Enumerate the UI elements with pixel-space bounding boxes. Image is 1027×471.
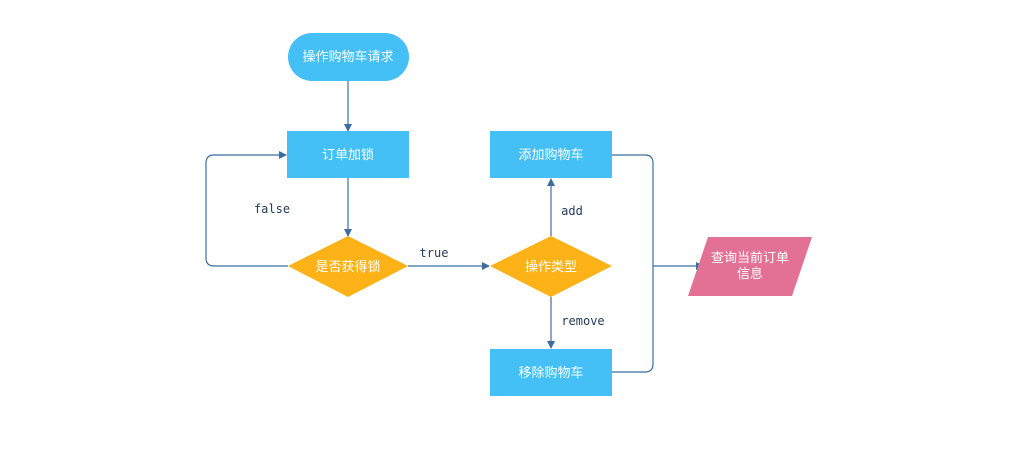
- node-query-order: 查询当前订单 信息: [688, 237, 812, 296]
- node-query-order-label-line1: 查询当前订单: [711, 250, 789, 266]
- node-lock-order: 订单加锁: [287, 131, 409, 178]
- edge-label-false: false: [254, 202, 290, 216]
- node-remove-from-cart-label: 移除购物车: [518, 365, 583, 381]
- node-start-label: 操作购物车请求: [302, 49, 393, 65]
- edge-label-remove: remove: [561, 314, 604, 328]
- node-remove-from-cart: 移除购物车: [490, 349, 612, 396]
- node-add-to-cart: 添加购物车: [490, 131, 612, 178]
- node-start: 操作购物车请求: [288, 33, 409, 81]
- edge-add-to-query: [612, 154, 704, 270]
- edge-label-add: add: [561, 204, 583, 218]
- node-add-to-cart-label: 添加购物车: [518, 147, 583, 163]
- edge-false-loop: [205, 151, 288, 267]
- node-lock-order-label: 订单加锁: [322, 147, 374, 163]
- node-operation-type-label: 操作类型: [525, 259, 577, 275]
- node-lock-decision: 是否获得锁: [288, 236, 408, 297]
- node-operation-type: 操作类型: [490, 236, 612, 297]
- edge-remove-to-query: [612, 266, 654, 373]
- node-lock-decision-label: 是否获得锁: [315, 259, 380, 275]
- node-query-order-label-line2: 信息: [737, 266, 763, 282]
- edge-label-true: true: [420, 246, 449, 260]
